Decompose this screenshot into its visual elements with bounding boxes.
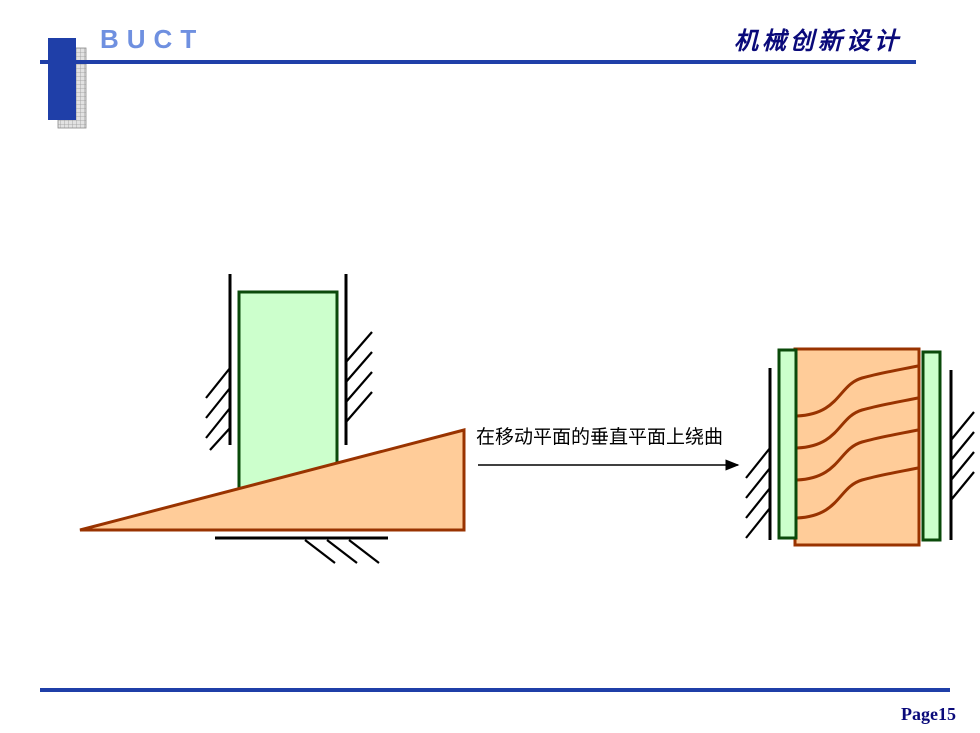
wedge <box>79 428 466 532</box>
right-fig-left-hatching <box>745 447 771 539</box>
page-number: Page15 <box>901 704 956 724</box>
ground-hatching <box>304 539 380 564</box>
left-rail-hatching <box>205 367 231 451</box>
wedge-slider-mechanism <box>79 274 466 564</box>
right-rail-hatching <box>345 331 373 423</box>
left-side-slider <box>777 348 798 540</box>
brand-logo-text: BUCT <box>100 24 205 54</box>
transform-label: 在移动平面的垂直平面上绕曲 <box>476 426 723 448</box>
blue-block-decoration <box>48 38 76 120</box>
course-title: 机械创新设计 <box>734 26 902 55</box>
right-fig-right-hatching <box>950 411 975 501</box>
curved-wedge-block <box>793 347 921 547</box>
curved-profile-lines <box>796 364 919 520</box>
header-decoration <box>40 38 916 129</box>
curved-wedge-mechanism <box>745 347 975 547</box>
right-side-slider <box>921 350 942 542</box>
